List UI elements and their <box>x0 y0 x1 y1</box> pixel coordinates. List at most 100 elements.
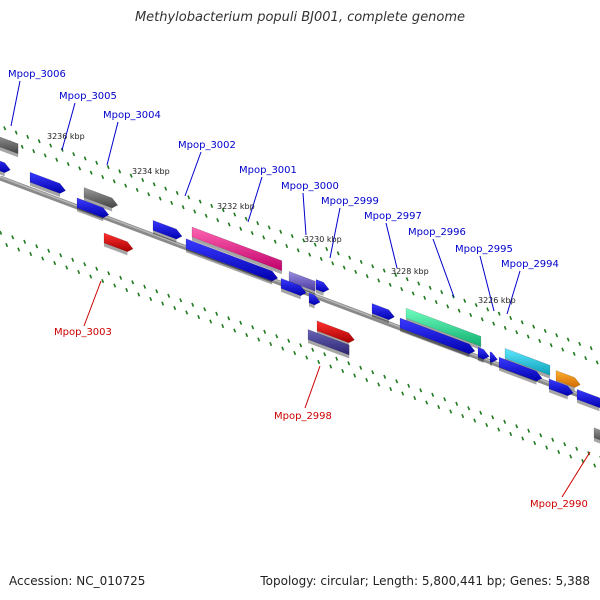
gene-feature[interactable] <box>83 187 119 209</box>
kbp-label: 3232 kbp <box>217 202 255 211</box>
tick-mark <box>23 239 27 244</box>
tick-mark <box>538 338 542 343</box>
label-leader-line <box>10 80 21 127</box>
tick-mark <box>383 374 387 379</box>
gene-feature[interactable] <box>504 348 551 376</box>
tick-mark <box>589 346 593 351</box>
gene-feature[interactable] <box>489 351 498 363</box>
gene-feature[interactable] <box>555 370 581 388</box>
gene-feature[interactable] <box>405 307 482 347</box>
tick-mark <box>509 431 513 437</box>
gene-features <box>0 133 600 444</box>
tick-mark <box>53 260 57 266</box>
gene-feature[interactable] <box>29 171 66 194</box>
tick-mark <box>455 401 459 406</box>
gene-feature-shadow <box>478 357 484 363</box>
gene-feature-shadow <box>400 328 470 358</box>
gene-feature[interactable] <box>76 197 110 218</box>
tick-mark <box>137 292 141 297</box>
tick-mark <box>227 222 231 227</box>
gene-label[interactable]: Mpop_3006 <box>8 69 66 80</box>
gene-label[interactable]: Mpop_3004 <box>103 110 161 121</box>
gene-feature-shadow <box>309 302 315 309</box>
gene-label[interactable]: Mpop_2996 <box>408 227 466 238</box>
label-leader-line <box>184 151 202 197</box>
gene-feature[interactable] <box>307 329 350 356</box>
gene-label[interactable]: Mpop_2998 <box>274 411 332 422</box>
gene-feature[interactable] <box>477 346 490 360</box>
gene-feature-shadow <box>192 237 282 275</box>
gene-label[interactable]: Mpop_2990 <box>530 499 588 510</box>
tick-mark <box>474 303 478 308</box>
gene-feature[interactable] <box>103 232 134 253</box>
gene-feature[interactable] <box>498 356 543 382</box>
tick-mark <box>561 347 565 352</box>
tick-mark <box>551 437 555 442</box>
gene-feature[interactable] <box>548 378 574 397</box>
gene-label[interactable]: Mpop_2995 <box>455 244 513 255</box>
gene-feature-shadow <box>499 367 537 385</box>
label-leader-line <box>385 222 398 269</box>
tick-mark <box>443 397 447 402</box>
gene-feature[interactable] <box>593 427 600 442</box>
tick-mark <box>71 257 75 262</box>
tick-mark <box>400 287 404 292</box>
tick-mark <box>313 242 317 247</box>
gene-feature[interactable] <box>399 317 476 355</box>
gene-feature[interactable] <box>308 292 321 306</box>
gene-label[interactable]: Mpop_2999 <box>321 196 379 207</box>
tick-mark <box>428 285 432 290</box>
gene-feature[interactable] <box>315 279 330 293</box>
gene-feature[interactable] <box>152 220 183 240</box>
gene-feature[interactable] <box>0 133 19 155</box>
tick-mark <box>323 352 327 357</box>
tick-mark <box>118 169 122 174</box>
kbp-label: 3236 kbp <box>47 132 85 141</box>
gene-feature[interactable] <box>191 226 283 272</box>
tick-mark <box>65 265 69 270</box>
tick-mark <box>549 343 553 348</box>
label-leader-line <box>247 176 263 223</box>
tick-mark <box>388 282 392 287</box>
tick-mark <box>491 415 495 420</box>
gene-label[interactable]: Mpop_3002 <box>178 140 236 151</box>
tick-mark <box>532 324 536 329</box>
tick-mark <box>497 311 501 316</box>
gene-label[interactable]: Mpop_3000 <box>281 181 339 192</box>
gene-label[interactable]: Mpop_3003 <box>54 327 112 338</box>
map-title: Methylobacterium populi BJ001, complete … <box>134 10 466 25</box>
tick-mark <box>239 226 243 231</box>
tick-mark <box>3 126 7 131</box>
gene-label[interactable]: Mpop_2994 <box>501 259 559 270</box>
tick-mark <box>479 410 483 415</box>
gene-feature[interactable] <box>576 389 600 409</box>
gene-feature[interactable] <box>0 156 11 174</box>
gene-feature[interactable] <box>371 303 395 321</box>
tick-mark <box>341 368 345 374</box>
tick-mark <box>181 205 185 210</box>
tick-mark <box>371 370 375 375</box>
tick-mark <box>0 230 3 235</box>
tick-mark <box>336 251 340 256</box>
tick-mark <box>377 278 381 283</box>
tick-mark <box>290 234 294 239</box>
label-leader-line <box>432 238 455 298</box>
gene-feature[interactable] <box>280 278 307 297</box>
tick-mark <box>161 301 165 306</box>
tick-mark <box>305 355 309 360</box>
tick-mark <box>158 196 162 201</box>
tick-mark <box>480 317 484 322</box>
gene-feature-shadow <box>30 182 60 197</box>
gene-feature-shadow <box>104 243 128 256</box>
gene-label[interactable]: Mpop_2997 <box>364 211 422 222</box>
gene-feature[interactable] <box>316 320 355 344</box>
gene-feature[interactable] <box>288 271 316 292</box>
tick-mark <box>66 162 70 167</box>
gene-label[interactable]: Mpop_3001 <box>239 165 297 176</box>
tick-mark <box>221 323 225 329</box>
tick-mark <box>141 177 145 183</box>
tick-mark <box>520 320 524 325</box>
gene-feature[interactable] <box>185 238 279 282</box>
gene-label[interactable]: Mpop_3005 <box>59 91 117 102</box>
